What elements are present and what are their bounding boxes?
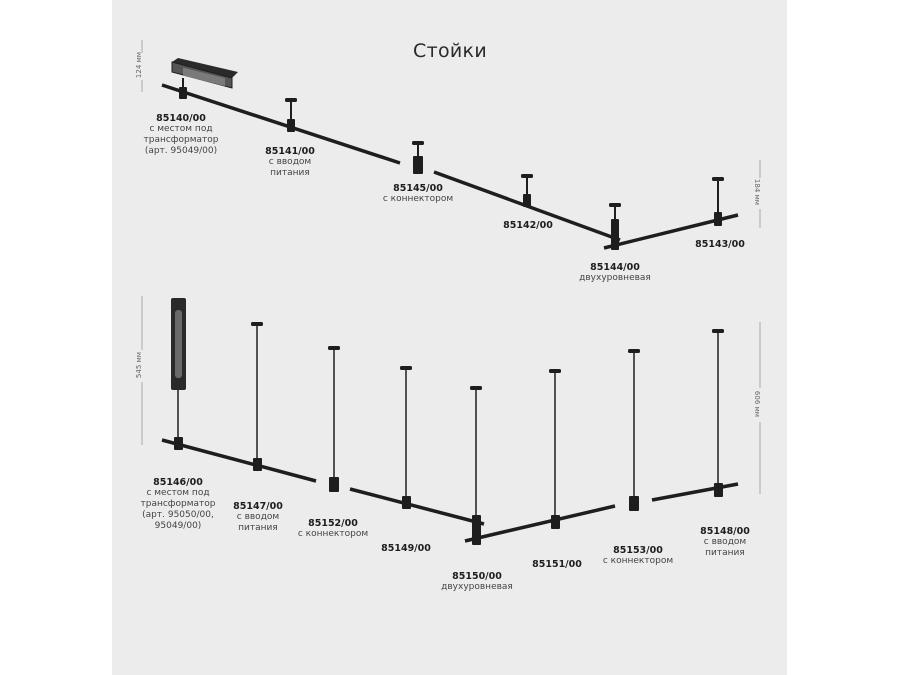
fixture-85147 [251,322,263,471]
fixture-85150 [470,386,482,545]
fixture-85144 [609,203,621,250]
product-label: 85149/00 [381,543,431,554]
product-label: 85151/00 [532,559,582,570]
product-label: 85152/00 с коннектором [297,518,369,539]
product-code: 85153/00 [613,545,663,556]
fixture-85143 [712,177,724,226]
product-code: 85141/00 [265,146,315,157]
product-label: 85140/00 с местом под трансформатор (арт… [143,113,219,156]
product-code: 85142/00 [503,220,553,231]
product-code: 85140/00 [156,113,206,124]
dimension-label-184: 184 мм [753,178,762,206]
product-code: 85149/00 [381,543,431,554]
dimension-label-606: 606 мм [753,390,762,418]
product-code: 85146/00 [153,477,203,488]
product-code: 85144/00 [590,262,640,273]
fixture-85145 [412,141,424,174]
fixture-85142 [521,174,533,207]
product-label: 85144/00 двухуровневая [579,262,651,283]
product-code: 85147/00 [233,501,283,512]
transformer-fixture-85140 [171,58,238,99]
product-label: 85142/00 [503,220,553,231]
transformer-fixture-85146 [171,298,186,450]
product-code: 85143/00 [695,239,745,250]
fixture-85153 [628,349,640,511]
product-label: 85145/00 с коннектором [382,183,454,204]
track-rail [161,83,401,165]
fixture-85152 [328,346,340,492]
product-code: 85148/00 [700,526,750,537]
fixture-85151 [549,369,561,529]
product-label: 85141/00 с вводом питания [265,146,315,178]
track-rail [161,438,317,483]
track-rail [651,482,739,502]
product-label: 85148/00 с вводом питания [700,526,750,558]
dimension-lines [141,40,761,494]
product-code: 85150/00 [452,571,502,582]
product-label: 85143/00 [695,239,745,250]
product-code: 85151/00 [532,559,582,570]
page-title: Стойки [413,40,487,62]
product-label: 85150/00 двухуровневая [441,571,513,592]
dimension-label-545: 545 мм [135,351,144,379]
track-rail [349,487,485,526]
dimension-label-124: 124 мм [135,51,144,79]
track-rail [464,504,616,543]
fixture-85141 [285,98,297,132]
product-code: 85152/00 [308,518,358,529]
product-label: 85147/00 с вводом питания [233,501,283,533]
fixture-85148 [712,329,724,497]
fixture-85149 [400,366,412,509]
product-label: 85153/00 с коннектором [602,545,674,566]
product-panel [112,0,787,675]
product-label: 85146/00 с местом под трансформатор (арт… [140,477,216,531]
product-code: 85145/00 [393,183,443,194]
